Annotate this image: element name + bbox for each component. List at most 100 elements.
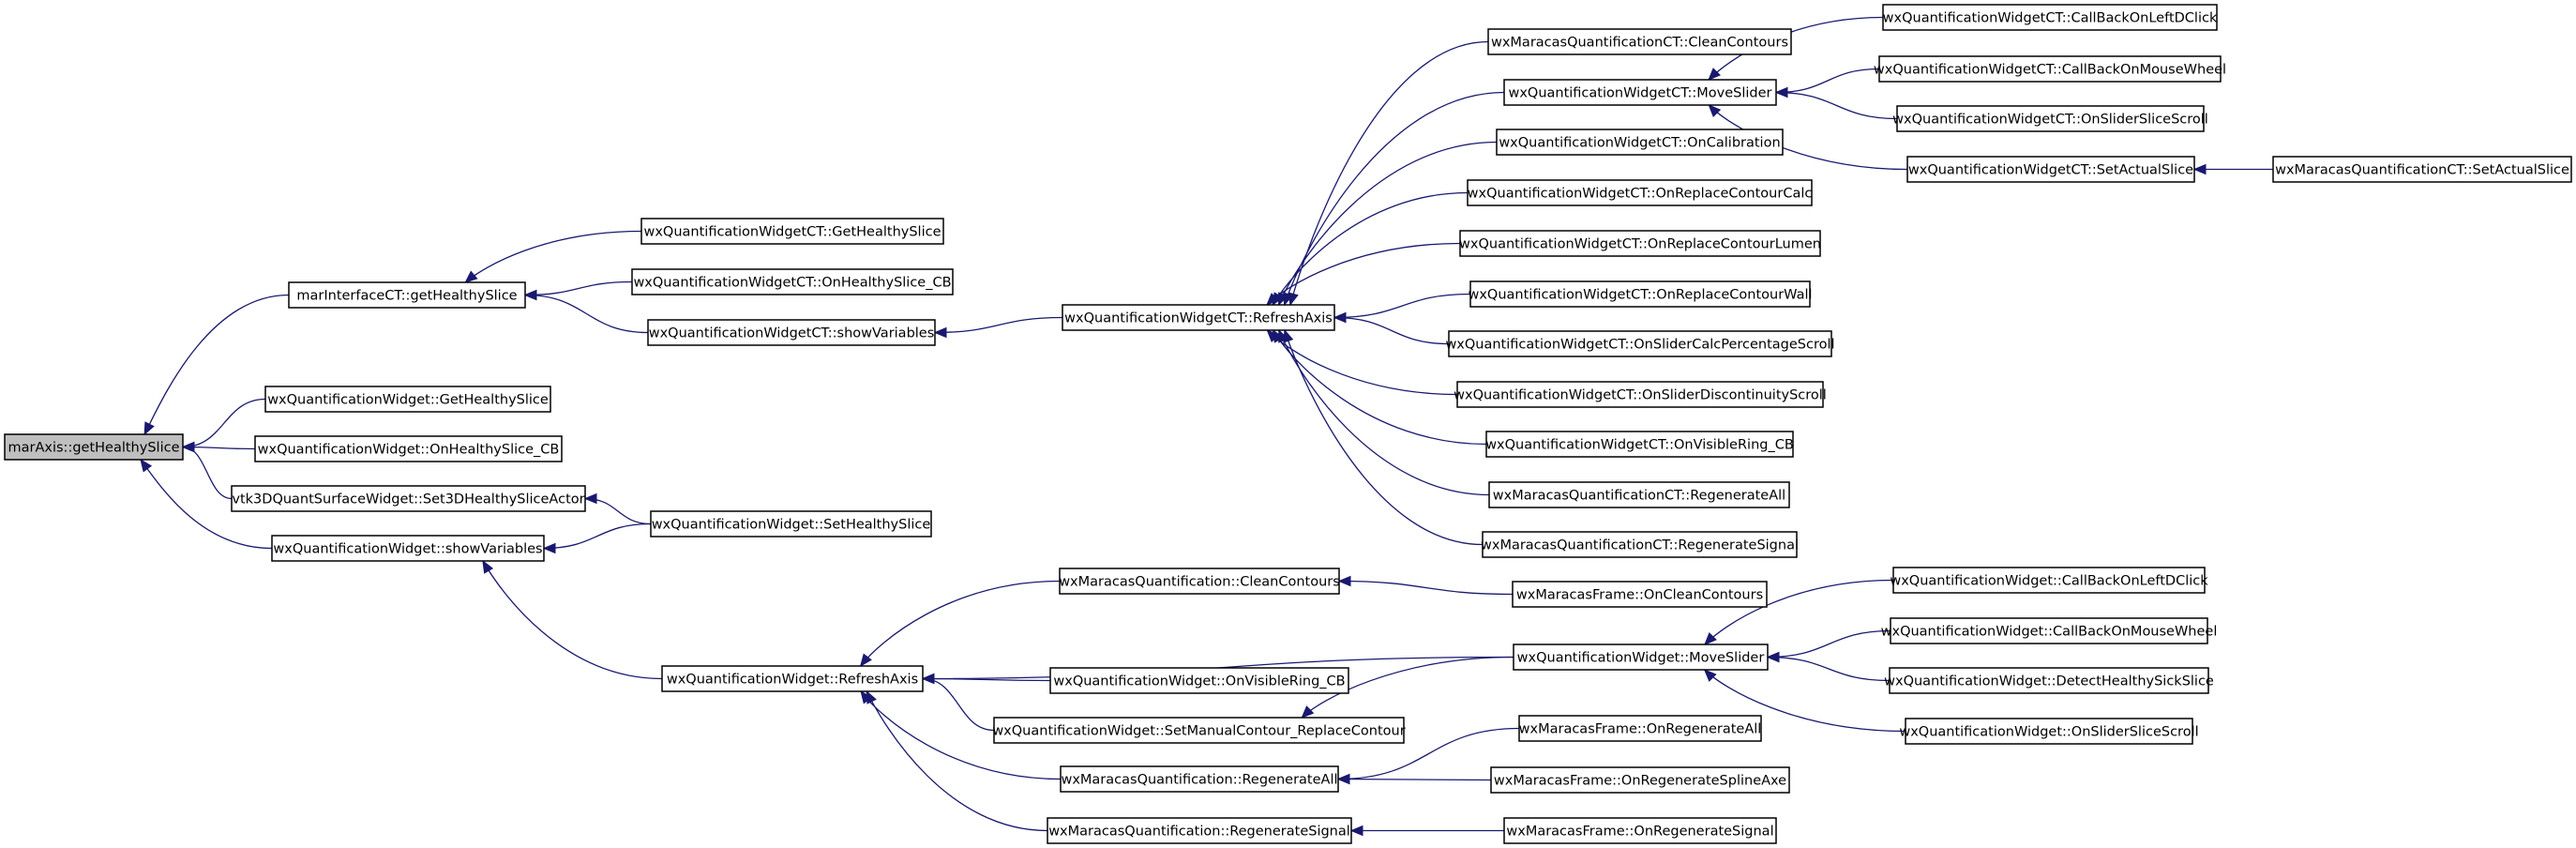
node-wxmaracasquantification-cleancontours[interactable]: wxMaracasQuantification::CleanContours <box>1059 568 1340 595</box>
node-label: wxQuantificationWidget::CallBackOnMouseW… <box>1881 625 2218 640</box>
node-wxquantificationwidgetct-oncalibration[interactable]: wxQuantificationWidgetCT::OnCalibration <box>1496 129 1784 156</box>
node-box <box>1503 817 1777 844</box>
node-vtk3dquantsurfacewidget-set3dhealthysliceactor[interactable]: vtk3DQuantSurfaceWidget::Set3DHealthySli… <box>231 485 586 512</box>
node-wxmaracasquantificationct-setactualslice[interactable]: wxMaracasQuantificationCT::SetActualSlic… <box>2272 156 2572 183</box>
node-wxquantificationwidget-onhealthyslice-cb[interactable]: wxQuantificationWidget::OnHealthySlice_C… <box>254 435 563 462</box>
edge-line <box>182 398 266 448</box>
node-wxquantificationwidget-detecthealthysickslice[interactable]: wxQuantificationWidget::DetectHealthySic… <box>1884 667 2214 694</box>
node-wxquantificationwidgetct-onsliderslicescroll[interactable]: wxQuantificationWidgetCT::OnSliderSliceS… <box>1892 105 2208 132</box>
edge-n25-to-n13 <box>1774 86 1898 120</box>
edge-n29-to-n31 <box>1301 656 1514 719</box>
node-wxquantificationwidget-onvisiblering-cb[interactable]: wxQuantificationWidget::OnVisibleRing_CB <box>1049 667 1349 694</box>
edge-n6-to-n1 <box>464 230 642 283</box>
node-wxquantificationwidgetct-onsliderdiscontinuityscroll[interactable]: wxQuantificationWidgetCT::OnSliderDiscon… <box>1454 381 1827 408</box>
edge-line <box>866 690 1048 832</box>
node-marinterfacect-gethealthyslice[interactable]: marInterfaceCT::getHealthySlice <box>288 281 526 309</box>
edge-n11-to-n8 <box>933 316 1063 339</box>
node-label: wxQuantificationWidgetCT::OnReplaceConto… <box>1468 187 1813 202</box>
arrowhead <box>1301 705 1315 719</box>
node-wxquantificationwidgetct-refreshaxis[interactable]: wxQuantificationWidgetCT::RefreshAxis <box>1062 304 1335 331</box>
arrowhead <box>859 653 872 668</box>
node-wxquantificationwidgetct-showvariables[interactable]: wxQuantificationWidgetCT::showVariables <box>647 319 936 346</box>
node-wxquantificationwidget-sethealthyslice[interactable]: wxQuantificationWidget::SetHealthySlice <box>650 510 932 538</box>
node-label: wxMaracasQuantificationCT::RegenerateSig… <box>1481 538 1799 553</box>
arrowhead <box>1266 293 1279 306</box>
node-label: wxQuantificationWidget::GetHealthySlice <box>267 393 549 408</box>
node-maraxis-gethealthyslice[interactable]: marAxis::getHealthySlice <box>4 433 184 461</box>
arrowhead <box>1337 575 1351 587</box>
node-wxquantificationwidgetct-onslidercalcpercentagescroll[interactable]: wxQuantificationWidgetCT::OnSliderCalcPe… <box>1445 330 1835 357</box>
edge-line <box>1277 141 1498 306</box>
edge-n33-to-n10 <box>866 689 1048 832</box>
node-box <box>271 535 545 562</box>
node-label: wxQuantificationWidgetCT::OnSliderSliceS… <box>1892 113 2208 128</box>
node-label: wxMaracasQuantificationCT::RegenerateAll <box>1493 489 1785 504</box>
node-wxquantificationwidgetct-onreplacecontourwall[interactable]: wxQuantificationWidgetCT::OnReplaceConto… <box>1468 280 1813 308</box>
edge-line <box>1767 629 1891 659</box>
node-box <box>254 435 563 462</box>
node-label: wxQuantificationWidget::SetManualContour… <box>992 724 1405 739</box>
edge-line <box>1775 68 1880 94</box>
node-wxmaracasframe-onregeneratesplineaxe[interactable]: wxMaracasFrame::OnRegenerateSplineAxe <box>1490 766 1790 794</box>
edge-line <box>1272 329 1487 446</box>
node-box <box>1889 667 2209 694</box>
node-wxquantificationwidgetct-onreplacecontourcalc[interactable]: wxQuantificationWidgetCT::OnReplaceConto… <box>1467 179 1813 206</box>
node-wxmaracasquantificationct-regeneratesignal[interactable]: wxMaracasQuantificationCT::RegenerateSig… <box>1481 531 1799 558</box>
edge-layer <box>140 16 2273 837</box>
node-wxquantificationwidget-refreshaxis[interactable]: wxQuantificationWidget::RefreshAxis <box>661 665 924 692</box>
node-label: wxMaracasQuantificationCT::SetActualSlic… <box>2275 163 2569 178</box>
edge-n1-to-n0 <box>143 294 290 436</box>
edge-n4-to-n0 <box>181 441 233 500</box>
node-box <box>650 510 932 538</box>
node-wxmaracasquantificationct-regenerateall[interactable]: wxMaracasQuantificationCT::RegenerateAll <box>1488 481 1790 508</box>
node-wxquantificationwidget-setmanualcontour-replacecontour[interactable]: wxQuantificationWidget::SetManualContour… <box>992 717 1406 744</box>
node-box <box>1882 4 2218 31</box>
node-wxquantificationwidget-callbackonleftdclick[interactable]: wxQuantificationWidget::CallBackOnLeftDC… <box>1890 567 2208 594</box>
node-wxquantificationwidgetct-setactualslice[interactable]: wxQuantificationWidgetCT::SetActualSlice <box>1906 156 2195 183</box>
node-wxquantificationwidget-onsliderslicescroll[interactable]: wxQuantificationWidget::OnSliderSliceScr… <box>1899 718 2199 745</box>
edge-n9-to-n5 <box>542 522 652 554</box>
node-label: wxQuantificationWidgetCT::MoveSlider <box>1508 86 1771 101</box>
node-wxquantificationwidgetct-moveslider[interactable]: wxQuantificationWidgetCT::MoveSlider <box>1503 79 1777 106</box>
node-label: wxQuantificationWidgetCT::CallBackOnMous… <box>1874 63 2226 78</box>
node-wxmaracasframe-onregenerateall[interactable]: wxMaracasFrame::OnRegenerateAll <box>1518 715 1762 742</box>
node-wxquantificationwidgetct-gethealthyslice[interactable]: wxQuantificationWidgetCT::GetHealthySlic… <box>640 218 944 245</box>
node-box <box>2272 156 2572 183</box>
node-box <box>1878 55 2222 83</box>
node-box <box>1896 105 2205 132</box>
node-wxquantificationwidget-showvariables[interactable]: wxQuantificationWidget::showVariables <box>271 535 545 562</box>
node-box <box>1488 481 1790 508</box>
node-wxquantificationwidgetct-callbackonmousewheel[interactable]: wxQuantificationWidgetCT::CallBackOnMous… <box>1874 55 2226 83</box>
node-wxmaracasquantificationct-cleancontours[interactable]: wxMaracasQuantificationCT::CleanContours <box>1487 28 1792 55</box>
node-wxmaracasquantification-regeneratesignal[interactable]: wxMaracasQuantification::RegenerateSigna… <box>1047 817 1352 844</box>
arrowhead <box>1774 86 1788 98</box>
node-wxmaracasquantification-regenerateall[interactable]: wxMaracasQuantification::RegenerateAll <box>1060 765 1339 793</box>
edge-line <box>464 230 642 283</box>
node-label: wxQuantificationWidgetCT::OnVisibleRing_… <box>1485 438 1794 453</box>
node-wxquantificationwidget-gethealthyslice[interactable]: wxQuantificationWidget::GetHealthySlice <box>264 386 551 413</box>
edge-line <box>922 677 995 732</box>
node-label: wxQuantificationWidgetCT::showVariables <box>649 326 935 341</box>
node-label: wxQuantificationWidget::SetHealthySlice <box>652 518 931 533</box>
node-wxquantificationwidget-callbackonmousewheel[interactable]: wxQuantificationWidget::CallBackOnMouseW… <box>1881 617 2218 644</box>
edge-n17-to-n11 <box>1333 293 1471 324</box>
node-wxquantificationwidgetct-onvisiblering-cb[interactable]: wxQuantificationWidgetCT::OnVisibleRing_… <box>1485 431 1794 458</box>
node-wxquantificationwidgetct-onreplacecontourlumen[interactable]: wxQuantificationWidgetCT::OnReplaceConto… <box>1459 230 1821 257</box>
node-wxquantificationwidget-moveslider[interactable]: wxQuantificationWidget::MoveSlider <box>1513 644 1769 671</box>
node-label: wxQuantificationWidgetCT::OnReplaceConto… <box>1468 288 1812 303</box>
edge-n7-to-n1 <box>523 280 633 301</box>
arrowhead <box>1703 669 1717 682</box>
node-label: wxQuantificationWidgetCT::OnReplaceConto… <box>1459 237 1821 252</box>
node-label: wxQuantificationWidget::OnHealthySlice_C… <box>258 443 560 458</box>
node-label: wxQuantificationWidgetCT::GetHealthySlic… <box>643 225 941 240</box>
node-wxmaracasframe-onregeneratesignal[interactable]: wxMaracasFrame::OnRegenerateSignal <box>1503 817 1777 844</box>
node-box <box>1469 280 1811 308</box>
node-label: wxQuantificationWidget::OnVisibleRing_CB <box>1053 674 1345 689</box>
node-label: wxMaracasQuantification::CleanContours <box>1059 575 1340 590</box>
node-wxquantificationwidgetct-callbackonleftdclick[interactable]: wxQuantificationWidgetCT::CallBackOnLeft… <box>1882 4 2218 31</box>
node-wxquantificationwidgetct-onhealthyslice-cb[interactable]: wxQuantificationWidgetCT::OnHealthySlice… <box>631 268 954 295</box>
edge-line <box>1284 329 1484 546</box>
edge-n16-to-n11 <box>1266 242 1461 306</box>
node-wxmaracasframe-oncleancontours[interactable]: wxMaracasFrame::OnCleanContours <box>1512 581 1768 608</box>
node-box <box>264 386 551 413</box>
